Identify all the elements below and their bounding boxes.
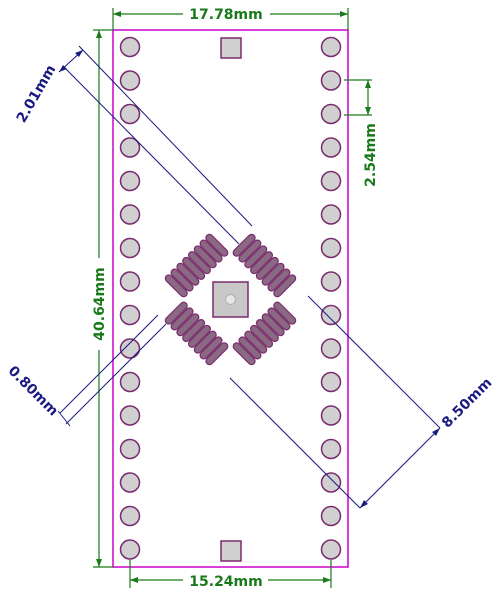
- qfp-smd-pad: [164, 274, 188, 298]
- square-pad-top: [220, 37, 242, 59]
- through-hole-pad: [320, 505, 342, 527]
- qfp-smd-pad: [267, 307, 291, 331]
- qfp-smd-pad: [170, 268, 194, 292]
- qfp-smd-pad: [176, 313, 200, 337]
- center-via: [225, 294, 236, 305]
- through-hole-pad: [320, 371, 342, 393]
- arrow-icon: [130, 577, 138, 583]
- square-pad-bottom: [220, 540, 242, 562]
- qfp-smd-pad: [238, 239, 262, 263]
- through-hole-pad: [119, 70, 141, 91]
- dim-qfp-body-label: 8.50mm: [439, 375, 495, 431]
- dim-qfp-pad-length-label: 2.01mm: [14, 62, 60, 125]
- through-hole-pad: [320, 539, 342, 560]
- through-hole-pad: [119, 137, 141, 158]
- left-pin-column: [119, 36, 141, 560]
- arrow-icon: [59, 65, 67, 72]
- dim-row-spacing: [129, 560, 332, 588]
- through-hole-pad: [320, 70, 342, 91]
- arrow-icon: [365, 80, 371, 88]
- arrow-icon: [75, 50, 83, 57]
- qfp-smd-pad: [176, 262, 200, 286]
- through-hole-pad: [119, 438, 141, 460]
- dim-board-width: [112, 8, 349, 30]
- through-hole-pad: [320, 405, 342, 426]
- qfp-smd-pad: [182, 256, 206, 280]
- qfp-smd-pad: [250, 324, 274, 348]
- dim-board-height-label: 40.64mm: [92, 267, 108, 340]
- qfp-smd-pad: [261, 262, 285, 286]
- through-hole-pad: [320, 237, 342, 259]
- through-hole-pad: [320, 438, 342, 460]
- dim-qfp-pad-pitch: [57, 314, 167, 427]
- qfp-smd-pad: [232, 342, 256, 366]
- through-hole-pad: [119, 338, 141, 359]
- through-hole-pad: [320, 103, 342, 125]
- dim-board-height: [93, 29, 113, 568]
- qfp-smd-pad: [244, 245, 268, 269]
- through-hole-pad: [320, 170, 342, 192]
- qfp-smd-pad: [193, 330, 217, 354]
- through-hole-pad: [119, 539, 141, 560]
- through-hole-pad: [320, 472, 342, 493]
- dim-row-spacing-label: 15.24mm: [189, 574, 262, 590]
- dim-qfp-pad-pitch-label: 0.80mm: [5, 363, 61, 419]
- qfp-smd-pad: [205, 342, 229, 366]
- qfp-smd-pad: [273, 274, 297, 298]
- dim-board-width-label: 17.78mm: [189, 7, 262, 23]
- right-pin-column: [320, 36, 342, 560]
- through-hole-pad: [119, 271, 141, 292]
- through-hole-pad: [119, 36, 141, 58]
- qfp-smd-pad: [182, 319, 206, 343]
- through-hole-pad: [119, 405, 141, 426]
- dim-qfp-pad-length: [58, 45, 253, 245]
- through-hole-pad: [119, 371, 141, 393]
- arrow-icon: [96, 559, 102, 567]
- qfp-smd-pad: [164, 301, 188, 325]
- qfp-smd-pad: [187, 251, 211, 275]
- through-hole-pad: [320, 36, 342, 58]
- through-hole-pad: [320, 304, 342, 326]
- through-hole-pad: [119, 237, 141, 259]
- qfp-pad-group: [164, 233, 297, 366]
- dim-qfp-body: [229, 295, 441, 509]
- through-hole-pad: [119, 472, 141, 493]
- through-hole-pad: [119, 204, 141, 225]
- qfp-smd-pad: [267, 268, 291, 292]
- arrow-icon: [113, 11, 121, 17]
- dim-pin-pitch-label: 2.54mm: [363, 123, 379, 187]
- qfp-smd-pad: [170, 307, 194, 331]
- through-hole-pad: [119, 103, 141, 125]
- through-hole-pad: [119, 170, 141, 192]
- arrow-icon: [360, 500, 368, 508]
- through-hole-pad: [320, 137, 342, 158]
- qfp-smd-pad: [187, 324, 211, 348]
- arrow-icon: [365, 107, 371, 115]
- through-hole-pad: [320, 204, 342, 225]
- through-hole-pad: [320, 338, 342, 359]
- through-hole-pad: [119, 505, 141, 527]
- board-outline: [112, 29, 349, 568]
- qfp-smd-pad: [199, 336, 223, 360]
- qfp-smd-pad: [250, 251, 274, 275]
- through-hole-pad: [119, 304, 141, 326]
- arrow-icon: [96, 30, 102, 38]
- arrow-icon: [340, 11, 348, 17]
- arrow-icon: [432, 428, 440, 436]
- arrow-icon: [323, 577, 331, 583]
- through-hole-pad: [320, 271, 342, 292]
